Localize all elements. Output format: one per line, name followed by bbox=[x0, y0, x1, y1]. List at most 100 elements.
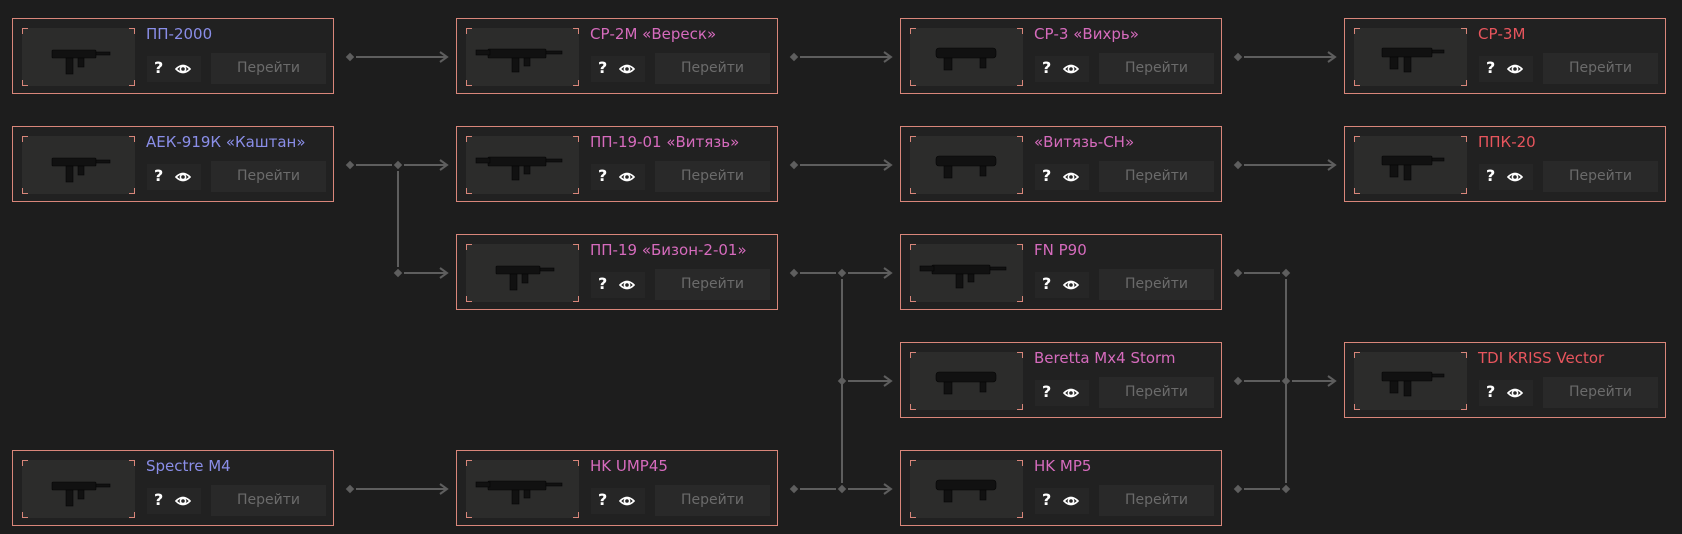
eye-icon[interactable] bbox=[1063, 386, 1079, 400]
thumbnail-corner bbox=[129, 512, 135, 518]
help-icon[interactable]: ? bbox=[598, 274, 608, 293]
thumbnail-corner bbox=[910, 296, 916, 302]
help-icon[interactable]: ? bbox=[154, 166, 164, 185]
eye-icon[interactable] bbox=[1507, 170, 1523, 184]
weapon-name: FN P90 bbox=[1034, 241, 1087, 259]
go-button[interactable]: Перейти bbox=[1543, 161, 1658, 192]
go-button[interactable]: Перейти bbox=[655, 161, 770, 192]
thumbnail-corner bbox=[22, 136, 28, 142]
weapon-silhouette-icon bbox=[935, 155, 997, 179]
connector-arrow-icon bbox=[883, 159, 893, 171]
go-button[interactable]: Перейти bbox=[1099, 269, 1214, 300]
eye-icon[interactable] bbox=[619, 170, 635, 184]
weapon-silhouette-icon bbox=[51, 481, 111, 507]
weapon-actions: ? bbox=[591, 488, 645, 514]
weapon-name: СР-3 «Вихрь» bbox=[1034, 25, 1139, 43]
help-icon[interactable]: ? bbox=[1486, 382, 1496, 401]
help-icon[interactable]: ? bbox=[598, 166, 608, 185]
help-icon[interactable]: ? bbox=[598, 58, 608, 77]
thumbnail-corner bbox=[1017, 80, 1023, 86]
connector-arrow-icon bbox=[439, 159, 449, 171]
connector-node bbox=[1233, 160, 1243, 170]
eye-icon[interactable] bbox=[1063, 278, 1079, 292]
go-button[interactable]: Перейти bbox=[211, 161, 326, 192]
weapon-actions: ? bbox=[1035, 380, 1089, 406]
help-icon[interactable]: ? bbox=[1042, 490, 1052, 509]
eye-icon[interactable] bbox=[1507, 62, 1523, 76]
thumbnail-corner bbox=[466, 136, 472, 142]
weapon-actions: ? bbox=[147, 164, 201, 190]
eye-icon[interactable] bbox=[175, 62, 191, 76]
weapon-card-sr3m: СР-3М?Перейти bbox=[1344, 18, 1666, 94]
go-button[interactable]: Перейти bbox=[1099, 53, 1214, 84]
help-icon[interactable]: ? bbox=[1042, 274, 1052, 293]
thumbnail-corner bbox=[1461, 28, 1467, 34]
weapon-name: ПП-19 «Бизон-2-01» bbox=[590, 241, 747, 259]
thumbnail-corner bbox=[1017, 352, 1023, 358]
eye-icon[interactable] bbox=[619, 494, 635, 508]
connector-arrow-icon bbox=[883, 51, 893, 63]
weapon-actions: ? bbox=[1479, 380, 1533, 406]
help-icon[interactable]: ? bbox=[1042, 166, 1052, 185]
weapon-silhouette-icon bbox=[935, 479, 997, 503]
thumbnail-corner bbox=[129, 188, 135, 194]
connector-node bbox=[1281, 484, 1291, 494]
weapon-card-aek919k: АЕК-919К «Каштан»?Перейти bbox=[12, 126, 334, 202]
thumbnail-corner bbox=[1461, 352, 1467, 358]
help-icon[interactable]: ? bbox=[1042, 382, 1052, 401]
go-button[interactable]: Перейти bbox=[1099, 377, 1214, 408]
connector-arrow-icon bbox=[883, 267, 893, 279]
thumbnail-corner bbox=[129, 136, 135, 142]
thumbnail-corner bbox=[910, 460, 916, 466]
connector-node bbox=[1233, 52, 1243, 62]
eye-icon[interactable] bbox=[1507, 386, 1523, 400]
eye-icon[interactable] bbox=[619, 278, 635, 292]
thumbnail-corner bbox=[1354, 188, 1360, 194]
weapon-silhouette-icon bbox=[1381, 155, 1445, 181]
thumbnail-corner bbox=[1461, 188, 1467, 194]
help-icon[interactable]: ? bbox=[154, 490, 164, 509]
weapon-thumbnail bbox=[22, 460, 135, 518]
weapon-thumbnail bbox=[910, 244, 1023, 302]
weapon-thumbnail bbox=[466, 460, 579, 518]
weapon-silhouette-icon bbox=[1381, 47, 1445, 73]
thumbnail-corner bbox=[573, 28, 579, 34]
weapon-thumbnail bbox=[1354, 136, 1467, 194]
thumbnail-corner bbox=[1461, 80, 1467, 86]
help-icon[interactable]: ? bbox=[598, 490, 608, 509]
connector-arrow-icon bbox=[439, 267, 449, 279]
go-button[interactable]: Перейти bbox=[1099, 161, 1214, 192]
go-button[interactable]: Перейти bbox=[211, 485, 326, 516]
thumbnail-corner bbox=[129, 460, 135, 466]
thumbnail-corner bbox=[22, 80, 28, 86]
go-button[interactable]: Перейти bbox=[655, 53, 770, 84]
go-button[interactable]: Перейти bbox=[655, 485, 770, 516]
eye-icon[interactable] bbox=[1063, 62, 1079, 76]
eye-icon[interactable] bbox=[1063, 170, 1079, 184]
go-button[interactable]: Перейти bbox=[1543, 53, 1658, 84]
thumbnail-corner bbox=[573, 296, 579, 302]
help-icon[interactable]: ? bbox=[154, 58, 164, 77]
eye-icon[interactable] bbox=[175, 170, 191, 184]
go-button[interactable]: Перейти bbox=[1099, 485, 1214, 516]
weapon-actions: ? bbox=[591, 164, 645, 190]
connector-node bbox=[393, 160, 403, 170]
weapon-actions: ? bbox=[1479, 56, 1533, 82]
go-button[interactable]: Перейти bbox=[211, 53, 326, 84]
eye-icon[interactable] bbox=[175, 494, 191, 508]
eye-icon[interactable] bbox=[619, 62, 635, 76]
weapon-card-sr3: СР-3 «Вихрь»? Перейти bbox=[900, 18, 1222, 94]
eye-icon[interactable] bbox=[1063, 494, 1079, 508]
go-button[interactable]: Перейти bbox=[655, 269, 770, 300]
weapon-card-pp2000: ПП-2000?Перейти bbox=[12, 18, 334, 94]
help-icon[interactable]: ? bbox=[1042, 58, 1052, 77]
thumbnail-corner bbox=[910, 404, 916, 410]
go-button[interactable]: Перейти bbox=[1543, 377, 1658, 408]
connector-node bbox=[345, 484, 355, 494]
help-icon[interactable]: ? bbox=[1486, 58, 1496, 77]
weapon-name: HK UMP45 bbox=[590, 457, 668, 475]
thumbnail-corner bbox=[1017, 28, 1023, 34]
help-icon[interactable]: ? bbox=[1486, 166, 1496, 185]
connector-node bbox=[1233, 484, 1243, 494]
